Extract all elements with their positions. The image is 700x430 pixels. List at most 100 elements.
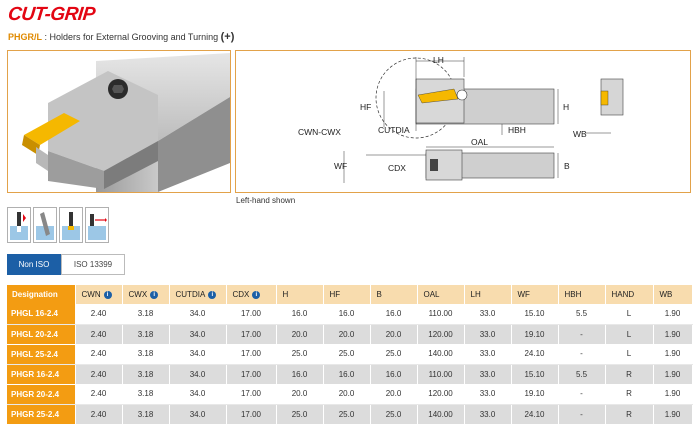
table-cell: 20.0 — [276, 324, 324, 344]
table-cell: 33.0 — [464, 364, 512, 384]
table-cell: 5.5 — [558, 304, 606, 325]
table-cell: 120.00 — [417, 324, 465, 344]
tab-iso-13399[interactable]: ISO 13399 — [61, 254, 125, 275]
table-cell: 25.0 — [276, 344, 324, 365]
label-wf: WF — [334, 161, 347, 171]
table-cell: 15.10 — [511, 304, 559, 325]
table-cell: 2.40 — [75, 344, 123, 365]
table-cell: 20.0 — [370, 384, 418, 405]
table-cell: - — [558, 384, 606, 405]
table-cell: 33.0 — [464, 384, 512, 405]
table-cell: 25.0 — [370, 404, 418, 424]
label-hbh: HBH — [508, 125, 526, 135]
table-cell: - — [558, 324, 606, 344]
table-cell: 140.00 — [417, 404, 465, 424]
designation-cell[interactable]: PHGL 16-2.4 — [7, 304, 76, 325]
table-cell: 17.00 — [226, 304, 277, 325]
table-cell: 3.18 — [122, 344, 170, 365]
table-cell: 17.00 — [226, 364, 277, 384]
column-header-wb: WB — [653, 285, 693, 304]
label-b: B — [564, 161, 570, 171]
title-text: Holders for External Grooving and Turnin… — [49, 32, 219, 42]
table-cell: 2.40 — [75, 324, 123, 344]
table-cell: 25.0 — [323, 344, 371, 365]
info-icon[interactable]: i — [252, 291, 261, 299]
info-icon[interactable]: i — [150, 291, 159, 299]
table-cell: 17.00 — [226, 344, 277, 365]
column-header-hand: HAND — [605, 285, 654, 304]
title-separator: : — [42, 32, 50, 42]
table-cell: 25.0 — [323, 404, 371, 424]
table-cell: 16.0 — [323, 364, 371, 384]
table-cell: 24.10 — [511, 344, 559, 365]
table-cell: 140.00 — [417, 344, 465, 365]
label-wb: WB — [573, 129, 587, 139]
column-header-hf: HF — [323, 285, 371, 304]
label-h: H — [563, 102, 569, 112]
table-cell: - — [558, 344, 606, 365]
label-cdx: CDX — [388, 163, 406, 173]
logo-text: CUT-GRIP — [6, 4, 96, 25]
expand-plus-icon[interactable]: (+) — [220, 31, 235, 43]
column-header-lh: LH — [464, 285, 512, 304]
tool-holder-image — [22, 53, 230, 192]
table-cell: L — [605, 344, 654, 365]
product-code: PHGR/L — [8, 32, 43, 42]
column-header-b: B — [370, 285, 418, 304]
table-cell: 1.90 — [653, 324, 693, 344]
table-cell: 1.90 — [653, 404, 693, 424]
table-cell: 110.00 — [417, 364, 465, 384]
info-icon[interactable]: i — [208, 291, 217, 299]
table-cell: L — [605, 304, 654, 325]
table-cell: 3.18 — [122, 304, 170, 325]
table-cell: 16.0 — [323, 304, 371, 325]
table-cell: 34.0 — [169, 344, 227, 365]
designation-cell[interactable]: PHGR 16-2.4 — [7, 364, 76, 385]
designation-cell[interactable]: PHGR 20-2.4 — [7, 384, 76, 405]
table-cell: 20.0 — [276, 384, 324, 405]
dimension-drawing: LH HF H CUTDIA HBH WB CWN-CWX OAL WF CDX… — [298, 55, 624, 183]
table-cell: 1.90 — [653, 364, 693, 384]
table-cell: 20.0 — [323, 324, 371, 344]
table-cell: 24.10 — [511, 404, 559, 424]
grooving-icon — [7, 207, 31, 243]
designation-cell[interactable]: PHGL 25-2.4 — [7, 344, 76, 365]
table-cell: 17.00 — [226, 324, 277, 344]
table-cell: 5.5 — [558, 364, 606, 384]
table-cell: 2.40 — [75, 364, 123, 384]
table-cell: 3.18 — [122, 364, 170, 384]
column-header-designation: Designation — [7, 285, 76, 304]
page-title: PHGR/L : Holders for External Grooving a… — [8, 31, 234, 43]
designation-cell[interactable]: PHGR 25-2.4 — [7, 404, 76, 425]
table-cell: 2.40 — [75, 304, 123, 325]
table-cell: R — [605, 384, 654, 405]
table-cell: 17.00 — [226, 384, 277, 405]
tab-non-iso[interactable]: Non ISO — [7, 254, 61, 275]
table-cell: 19.10 — [511, 324, 559, 344]
table-cell: 34.0 — [169, 404, 227, 424]
table-cell: 1.90 — [653, 304, 693, 325]
table-cell: 15.10 — [511, 364, 559, 384]
table-cell: 33.0 — [464, 404, 512, 424]
table-cell: 17.00 — [226, 404, 277, 424]
table-cell: 33.0 — [464, 344, 512, 365]
designation-cell[interactable]: PHGL 20-2.4 — [7, 324, 76, 345]
table-cell: 16.0 — [370, 364, 418, 384]
table-cell: 34.0 — [169, 324, 227, 344]
table-cell: 1.90 — [653, 344, 693, 365]
table-cell: 34.0 — [169, 384, 227, 405]
table-cell: 1.90 — [653, 384, 693, 405]
iso-tab-bar: Non ISO ISO 13399 — [7, 254, 125, 275]
info-icon[interactable]: i — [103, 291, 112, 299]
table-cell: 16.0 — [370, 304, 418, 325]
